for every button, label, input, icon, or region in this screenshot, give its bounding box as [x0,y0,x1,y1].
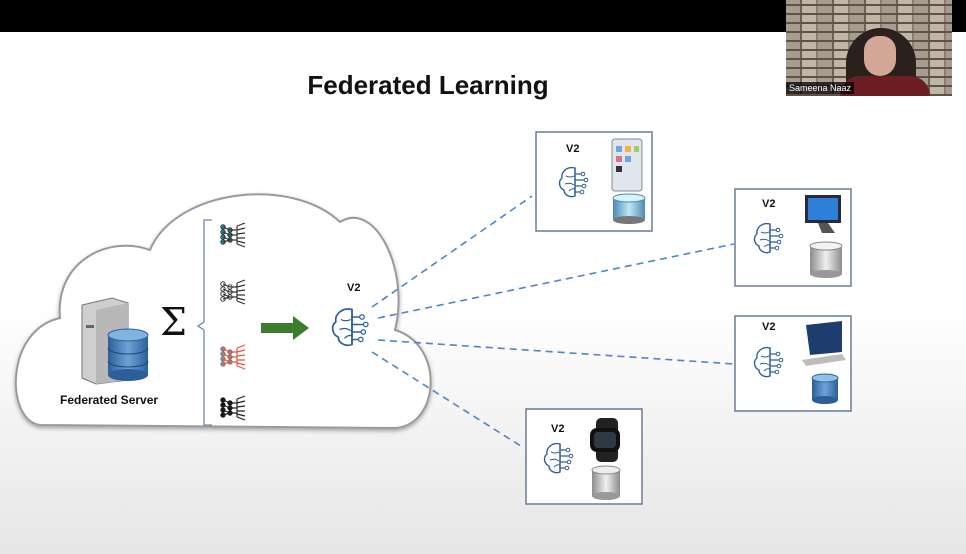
sum-symbol: Σ [160,300,187,344]
database-icon [591,465,621,500]
database-icon [811,373,839,404]
device-label-desktop: V2 [762,198,776,210]
participant-face [864,36,896,76]
device-box-laptop [734,315,852,412]
slide-title: Federated Learning [307,70,549,100]
device-box-watch [525,408,643,505]
database-icon [107,328,149,381]
participant-shirt [840,76,930,96]
smartwatch-icon [590,418,620,462]
line-to-laptop [377,339,735,365]
server-label: Federated Server [60,393,159,407]
global-model-label: V2 [347,282,361,294]
database-icon [809,241,843,278]
device-box-phone [535,131,653,232]
line-to-watch [371,351,525,449]
participant-video[interactable]: Sameena Naaz [786,0,952,96]
participant-name: Sameena Naaz [786,82,855,94]
aggregate-arrow [261,316,309,340]
distribution-lines [371,195,735,449]
database-icon [612,193,646,224]
device-label-phone: V2 [566,143,580,155]
line-to-desktop [377,243,735,319]
laptop-icon [802,321,846,366]
device-label-watch: V2 [551,423,565,435]
device-label-laptop: V2 [762,321,776,333]
desktop-monitor-icon [805,195,841,233]
line-to-phone [371,195,533,308]
device-box-desktop [734,188,852,287]
bracket [196,219,212,426]
